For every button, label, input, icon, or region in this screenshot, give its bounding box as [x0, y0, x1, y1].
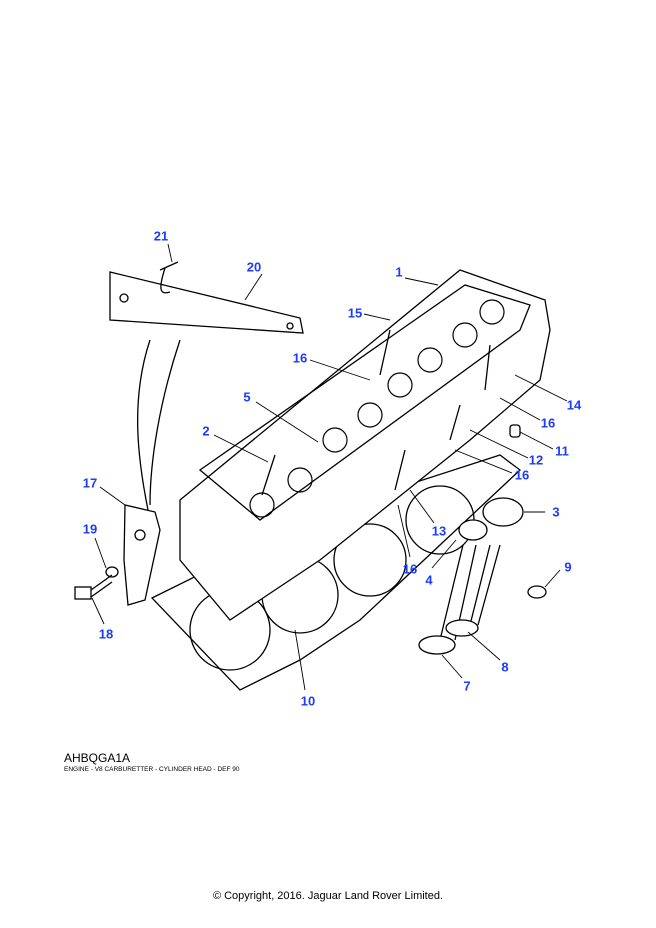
callout-16[interactable]: 16: [402, 561, 418, 577]
callout-16[interactable]: 16: [540, 415, 556, 431]
callout-7[interactable]: 7: [463, 678, 471, 694]
callout-20[interactable]: 20: [246, 259, 262, 275]
callout-14[interactable]: 14: [566, 397, 582, 413]
callout-16[interactable]: 16: [514, 467, 530, 483]
callout-15[interactable]: 15: [347, 305, 363, 321]
callout-10[interactable]: 10: [300, 693, 316, 709]
callout-19[interactable]: 19: [82, 521, 98, 537]
callout-9[interactable]: 9: [564, 559, 572, 575]
callout-21[interactable]: 21: [153, 228, 169, 244]
callout-3[interactable]: 3: [552, 504, 560, 520]
callout-17[interactable]: 17: [82, 475, 98, 491]
callout-1[interactable]: 1: [395, 264, 403, 280]
callout-12[interactable]: 12: [528, 452, 544, 468]
diagram-code: AHBQGA1A: [64, 751, 131, 765]
callout-13[interactable]: 13: [431, 523, 447, 539]
callout-4[interactable]: 4: [425, 572, 433, 588]
callout-11[interactable]: 11: [555, 443, 569, 459]
callout-16[interactable]: 16: [292, 350, 308, 366]
diagram-description: ENGINE - V8 CARBURETTER - CYLINDER HEAD …: [64, 766, 240, 773]
callout-18[interactable]: 18: [98, 626, 114, 642]
copyright-notice: © Copyright, 2016. Jaguar Land Rover Lim…: [212, 890, 444, 902]
callout-5[interactable]: 5: [243, 389, 251, 405]
callout-2[interactable]: 2: [202, 423, 210, 439]
callout-8[interactable]: 8: [501, 659, 509, 675]
